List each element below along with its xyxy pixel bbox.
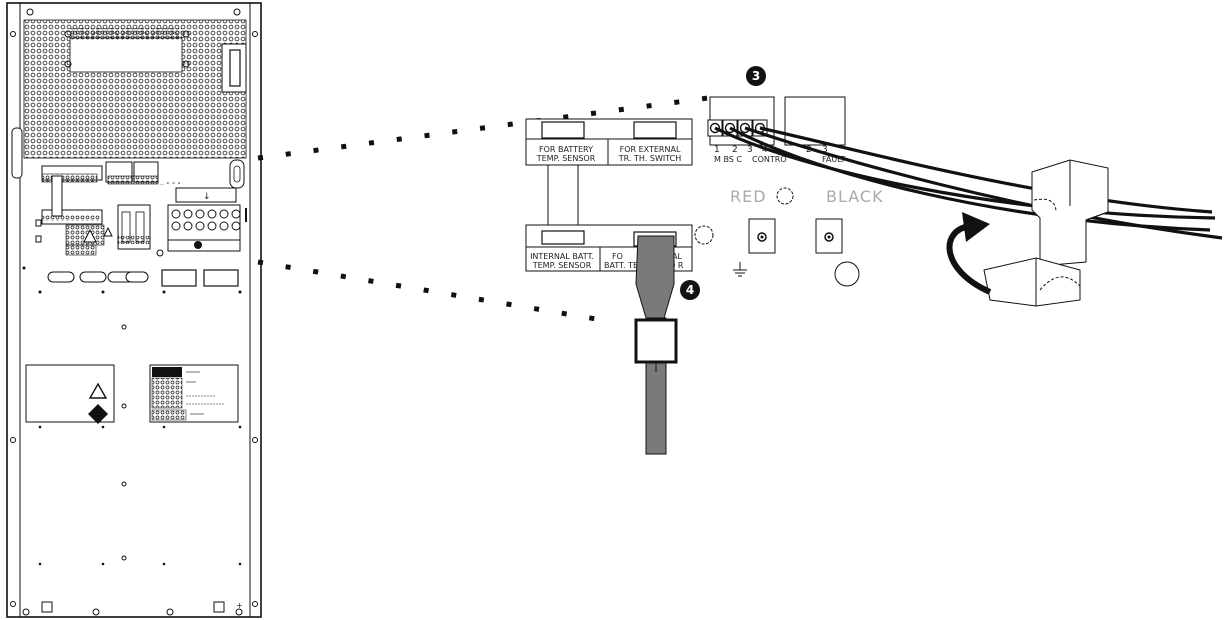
callout-step-4: 4 [680, 280, 700, 300]
cabinet-terminal-block: ↓ [156, 187, 241, 257]
ups-cabinet: ‥ ∘ ∘ ∘ ↓ [6, 2, 262, 618]
label-red: RED [730, 187, 767, 206]
label-black: BLACK [826, 187, 884, 206]
svg-text:+: + [236, 601, 243, 610]
pin-2: 2 [732, 145, 738, 155]
label-tr-th-switch: TR. TH. SWITCH [618, 154, 681, 163]
pin-1: 1 [714, 145, 720, 155]
label-for-battery: FOR BATTERY [539, 145, 593, 154]
callout-4-label: 4 [686, 283, 694, 297]
label-for-ext-batt-2: AL [672, 252, 682, 261]
label-temp-sensor: TEMP. SENSOR [536, 154, 596, 163]
label-control: CONTRO [752, 155, 787, 164]
ground-icon [733, 262, 747, 277]
label-fault: FAULT [822, 155, 846, 164]
label-for-ext-batt-1: FO [612, 252, 623, 261]
rotate-arrow-icon [946, 212, 992, 295]
callout-step-3: 3 [746, 66, 766, 86]
label-internal-temp-sensor: TEMP. SENSOR [532, 261, 592, 270]
label-internal-batt: INTERNAL BATT. [530, 252, 594, 261]
sensor-connector-plug [635, 235, 675, 319]
leader-lines [257, 95, 709, 325]
control-wires [714, 126, 1223, 240]
svg-text:‥ ∘ ∘ ∘: ‥ ∘ ∘ ∘ [160, 180, 181, 187]
label-for-external: FOR EXTERNAL [620, 145, 681, 154]
callout-3-label: 3 [752, 69, 760, 83]
pin-3: 3 [747, 145, 753, 155]
label-batt-temp-1: BATT. TE [604, 261, 638, 270]
fault-pin-3: 3 [822, 145, 828, 155]
ferrite-clamp [983, 159, 1109, 307]
cable-ferrite [634, 318, 678, 364]
svg-text:↓: ↓ [203, 192, 211, 202]
terminal-board-detail: FOR BATTERY TEMP. SENSOR FOR EXTERNAL TR… [525, 96, 1223, 455]
label-mbs: M BS C [714, 155, 742, 164]
